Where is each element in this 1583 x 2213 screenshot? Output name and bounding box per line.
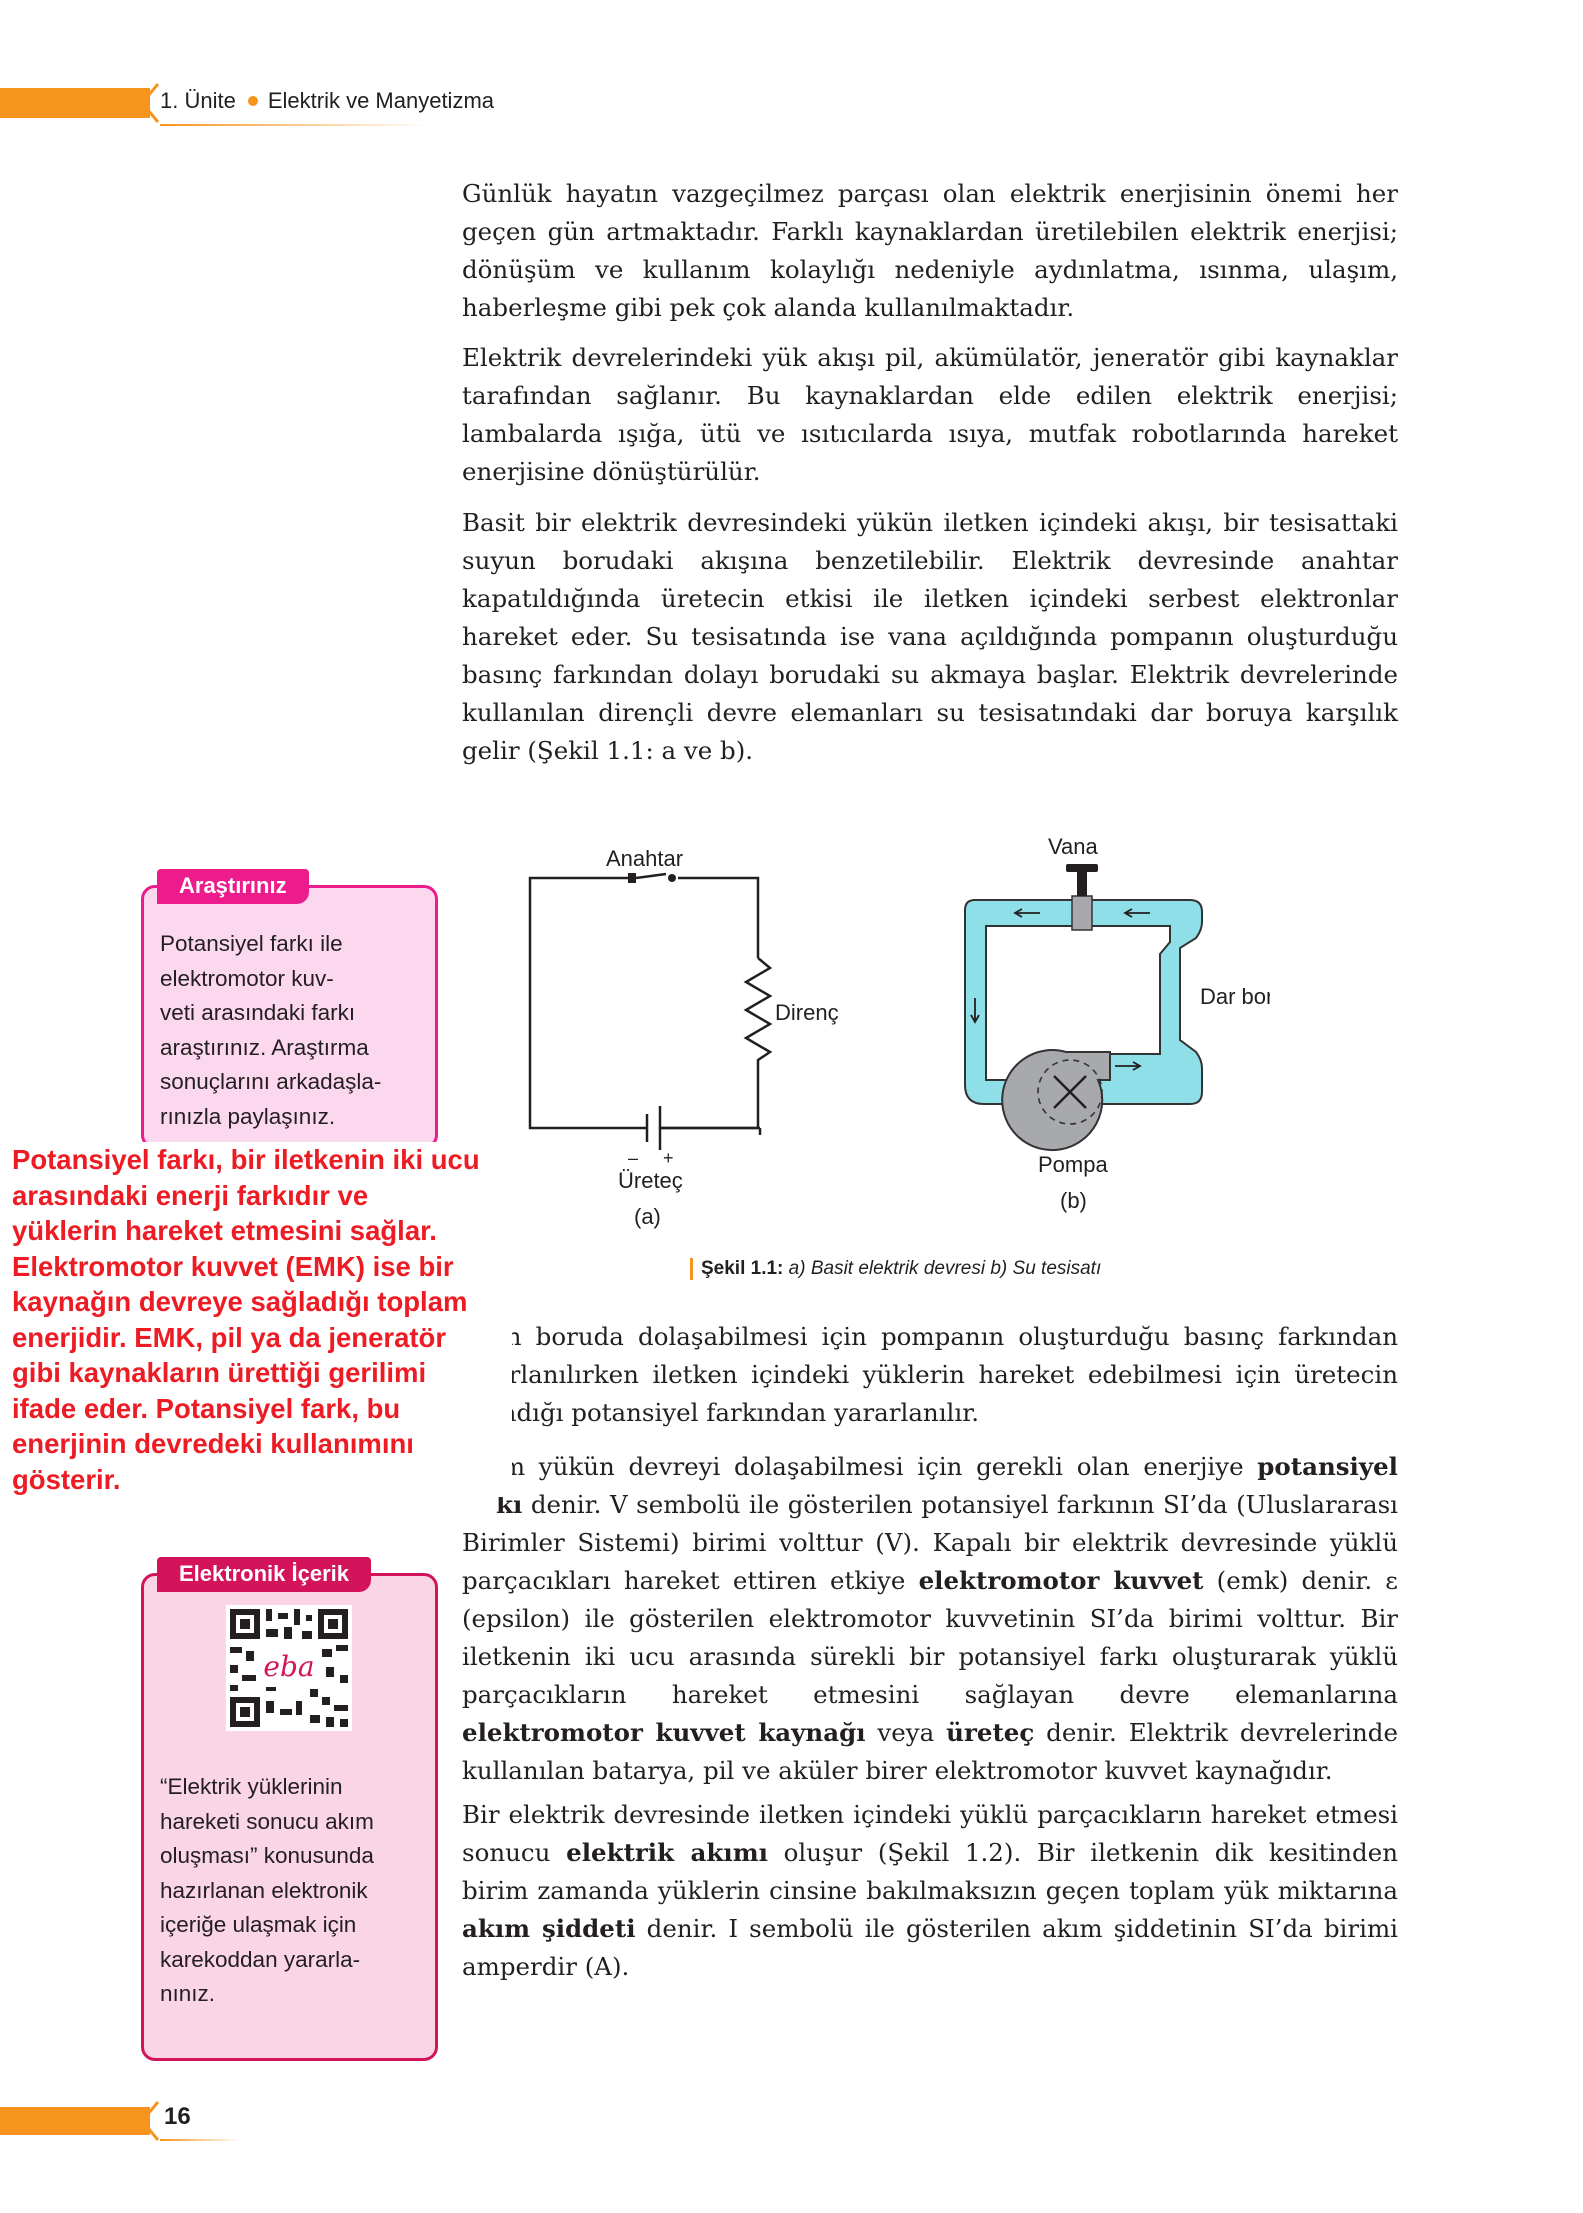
figure-caption: Şekil 1.1: a) Basit elektrik devresi b) … <box>690 1258 1101 1280</box>
resistor-symbol <box>660 957 773 1130</box>
text-span: Bir elektrik devresinde iletken içindeki… <box>462 1800 1398 1867</box>
minus-sign: – <box>628 1148 638 1168</box>
paragraph-2: Elektrik devrelerindeki yük akışı pil, a… <box>462 343 1398 486</box>
paragraph-3: Basit bir elektrik devresindeki yükün il… <box>462 508 1398 765</box>
chevron-left-icon <box>140 2101 160 2141</box>
pump-label: Pompa <box>1038 1152 1108 1177</box>
subfigure-a-label: (a) <box>634 1204 661 1229</box>
paragraph-4-line: un boruda dolaşabilmesi için pompanın ol… <box>490 1322 1398 1351</box>
paragraph-5-rest: Birimler Sistemi) birimi volttur (V). Ka… <box>462 1524 1398 1790</box>
resistor-label: Direnç <box>775 1000 839 1025</box>
pump-impeller <box>1053 1075 1087 1109</box>
paragraph-1: Günlük hayatın vazgeçilmez parçası olan … <box>462 179 1398 322</box>
unit-label: 1. Ünite <box>160 88 236 113</box>
valve-handle <box>1066 864 1098 872</box>
research-box-title: Araştırınız <box>157 869 309 904</box>
term-potansiyel: potansiyel <box>1257 1452 1398 1481</box>
term-uretec: üreteç <box>946 1718 1035 1747</box>
qr-code-icon[interactable]: eba <box>226 1605 352 1731</box>
answer-line: gibi kaynakların ürettiği gerilimi <box>12 1357 427 1388</box>
footer-rule <box>160 2139 240 2141</box>
text-span: (emk) denir. ε (epsilon) ile gösterilen … <box>462 1566 1398 1709</box>
battery-label: Üreteç <box>618 1168 683 1193</box>
paragraph-5-line-2: kı denir. V sembolü ile gösterilen potan… <box>496 1486 1398 1524</box>
electronic-line: hazırlanan elektronik <box>160 1877 368 1903</box>
text-span: denir. I sembolü ile gösterilen akım şid… <box>462 1914 1399 1981</box>
electronic-box-text: “Elektrik yüklerinin hareketi sonucu akı… <box>160 1770 374 2012</box>
topic-label: Elektrik ve Manyetizma <box>267 88 495 113</box>
text-span: Birimler Sistemi) birimi volttur (V). Ka… <box>462 1528 1398 1595</box>
electronic-line: hareketi sonucu akım <box>160 1808 374 1834</box>
bullet-dot-icon <box>247 96 258 107</box>
chevron-left-icon <box>140 83 160 123</box>
answer-line: enerjinin devredeki kullanımını <box>12 1428 414 1459</box>
eba-logo: eba <box>263 1650 314 1683</box>
pump-rotation-path <box>1037 1059 1103 1125</box>
research-line: sonuçlarını arkadaşla- <box>160 1069 382 1094</box>
research-box-text: Potansiyel farkı ile elektromotor kuv- v… <box>160 927 381 1134</box>
header-rule <box>160 124 430 126</box>
answer-line: Potansiyel farkı, bir iletkenin iki ucu <box>12 1144 480 1175</box>
footer-bar <box>0 2107 150 2135</box>
caption-text: a) Basit elektrik devresi b) Su tesisatı <box>783 1258 1102 1279</box>
switch-label: Anahtar <box>606 846 683 871</box>
text-span: oluşur (Şekil 1.2). Bir iletkenin dik ke… <box>462 1838 1398 1905</box>
circuit-diagram: Anahtar Direnç – + Üreteç (a) <box>528 846 839 1229</box>
electronic-line: içeriğe ulaşmak için <box>160 1912 357 1937</box>
electronic-line: karekoddan yararla- <box>160 1946 361 1972</box>
research-line: araştırınız. Araştırma <box>160 1034 369 1060</box>
term-elektrik-akimi: elektrik akımı <box>566 1838 768 1867</box>
answer-text: Potansiyel farkı, bir iletkenin iki ucu … <box>12 1142 512 1497</box>
valve-gate <box>1071 895 1093 931</box>
switch-lever <box>635 872 667 880</box>
research-line: elektromotor kuv- <box>160 965 334 991</box>
term-elektromotor-kuvvet: elektromotor kuvvet <box>918 1566 1204 1595</box>
text-span: denir. V sembolü ile gösterilen potansiy… <box>522 1490 1398 1519</box>
narrow-pipe-label: Dar boru <box>1200 984 1270 1009</box>
answer-line: enerjidir. EMK, pil ya da jeneratör <box>12 1321 447 1353</box>
paragraph-4-line: ladığı potansiyel farkından yararlanılır… <box>494 1398 980 1427</box>
electronic-line: nınız. <box>160 1981 216 2006</box>
paragraph-6: Bir elektrik devresinde iletken içindeki… <box>462 1796 1398 1986</box>
text-span: im yükün devreyi dolaşabilmesi için gere… <box>494 1452 1258 1481</box>
answer-line: ifade eder. Potansiyel fark, bu <box>12 1392 401 1424</box>
valve-label: Vana <box>1048 834 1099 859</box>
answer-line: yüklerin hareket etmesini sağlar. <box>12 1215 437 1246</box>
electronic-line: oluşması” konusunda <box>160 1843 374 1868</box>
header-bar <box>0 88 150 118</box>
research-line: rınızla paylaşınız. <box>160 1103 336 1129</box>
electronic-line: “Elektrik yüklerinin <box>160 1774 343 1799</box>
research-box <box>141 885 438 1149</box>
water-system-diagram: Vana Dar boru Pompa (b) <box>964 834 1270 1213</box>
paragraph-4: un boruda dolaşabilmesi için pompanın ol… <box>490 1318 1398 1432</box>
term-emk-kaynagi: elektromotor kuvvet kaynağı <box>462 1718 866 1747</box>
electronic-box-title: Elektronik İçerik <box>157 1557 371 1592</box>
pump-body <box>1001 1049 1111 1152</box>
answer-line: kaynağın devreye sağladığı toplam <box>12 1286 468 1317</box>
term-akim-siddeti: akım şiddeti <box>462 1914 636 1943</box>
breadcrumb: 1. Ünite Elektrik ve Manyetizma <box>160 88 494 114</box>
paragraph-5-line-1: im yükün devreyi dolaşabilmesi için gere… <box>494 1448 1398 1486</box>
plus-sign: + <box>663 1148 674 1168</box>
text-span: denir. Elektrik devrelerinde kullanılan … <box>462 1718 1398 1785</box>
answer-line: gösterir. <box>12 1463 121 1495</box>
subfigure-b-label: (b) <box>1060 1188 1087 1213</box>
text-span: veya <box>865 1718 947 1747</box>
answer-line: Elektromotor kuvvet (EMK) ise bir <box>12 1250 454 1282</box>
research-line: Potansiyel farkı ile <box>160 931 343 956</box>
research-line: veti arasındaki farkı <box>160 1000 356 1025</box>
switch-contact <box>628 873 636 883</box>
page-number: 16 <box>164 2103 191 2130</box>
figure-1-1: Anahtar Direnç – + Üreteç (a) Vana Dar b… <box>528 834 1270 1229</box>
caption-number: Şekil 1.1: <box>701 1258 784 1279</box>
paragraph-4-line: arlanılırken iletken içindeki yüklerin h… <box>494 1360 1398 1389</box>
answer-line: arasındaki enerji farkıdır ve <box>12 1179 369 1211</box>
